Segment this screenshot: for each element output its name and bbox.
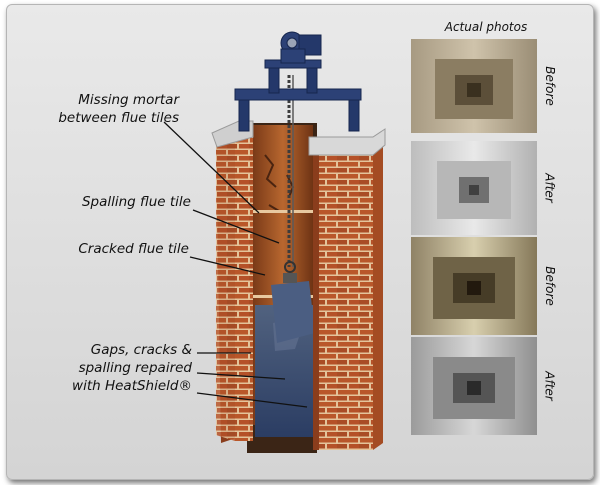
label-cracked: Cracked flue tile bbox=[78, 241, 189, 257]
photo-caption-2: After bbox=[535, 141, 565, 235]
diagram-frame: Missing mortar between flue tiles Spalli… bbox=[6, 4, 594, 480]
photo-after-1-image bbox=[411, 141, 537, 235]
leader-gaps-2 bbox=[196, 372, 286, 380]
photo-caption-3-text: Before bbox=[543, 266, 557, 306]
photo-before-1-image bbox=[411, 39, 537, 133]
label-spalling: Spalling flue tile bbox=[81, 194, 191, 210]
photo-caption-4: After bbox=[535, 337, 565, 435]
label-gaps-line2: spalling repaired bbox=[78, 360, 192, 376]
photo-before-2-image bbox=[411, 237, 537, 335]
label-missing-mortar-line2: between flue tiles bbox=[58, 110, 179, 126]
cleaning-brush bbox=[271, 75, 315, 343]
brick-wall-left bbox=[216, 133, 253, 443]
label-gaps-line1: Gaps, cracks & bbox=[90, 342, 192, 358]
photo-caption-3: Before bbox=[535, 237, 565, 335]
label-missing-mortar: Missing mortar between flue tiles bbox=[29, 91, 179, 127]
chimney-cutaway-diagram bbox=[163, 31, 537, 453]
callout-lines bbox=[163, 121, 308, 408]
leader-missing-mortar bbox=[163, 121, 260, 214]
photos-title: Actual photos bbox=[444, 20, 528, 34]
leader-spalling bbox=[192, 209, 280, 244]
label-gaps-line3: with HeatShield® bbox=[72, 378, 192, 394]
crank-frame bbox=[234, 31, 362, 132]
leader-gaps-3 bbox=[196, 392, 308, 408]
photo-after-2-image bbox=[411, 337, 537, 435]
label-missing-mortar-line1: Missing mortar bbox=[78, 92, 179, 108]
photo-caption-4-text: After bbox=[543, 371, 557, 401]
leader-cracked bbox=[189, 256, 266, 276]
label-gaps-repaired: Gaps, cracks & spalling repaired with He… bbox=[29, 341, 192, 395]
brick-wall-right bbox=[313, 143, 383, 450]
photo-caption-2-text: After bbox=[543, 173, 557, 203]
photo-caption-1: Before bbox=[535, 39, 565, 133]
photo-caption-1-text: Before bbox=[543, 66, 557, 106]
